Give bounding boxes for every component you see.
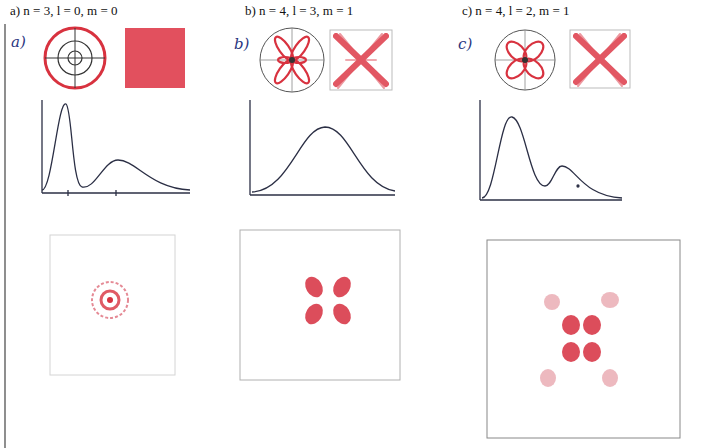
polar-sketch: [45, 28, 105, 88]
radial-graph: [250, 100, 395, 195]
panel-letter: a): [11, 34, 26, 51]
radial-graph: [42, 100, 190, 196]
cross-square: [570, 30, 630, 88]
filled-square: [125, 28, 185, 88]
polar-sketch: [260, 28, 324, 92]
margin-line: [4, 24, 5, 448]
density-plot: [240, 230, 400, 380]
panel-heading: a) n = 3, l = 0, m = 0: [10, 4, 118, 18]
panel-letter: b): [234, 36, 249, 53]
panel-heading: b) n = 4, l = 3, m = 1: [245, 4, 353, 18]
density-plot: [50, 235, 175, 375]
density-plot: [487, 240, 680, 438]
panel-letter: c): [458, 36, 472, 53]
panel-heading: c) n = 4, l = 2, m = 1: [462, 4, 570, 18]
cross-square: [330, 30, 392, 90]
polar-sketch: [495, 30, 555, 90]
radial-graph: [480, 100, 622, 200]
